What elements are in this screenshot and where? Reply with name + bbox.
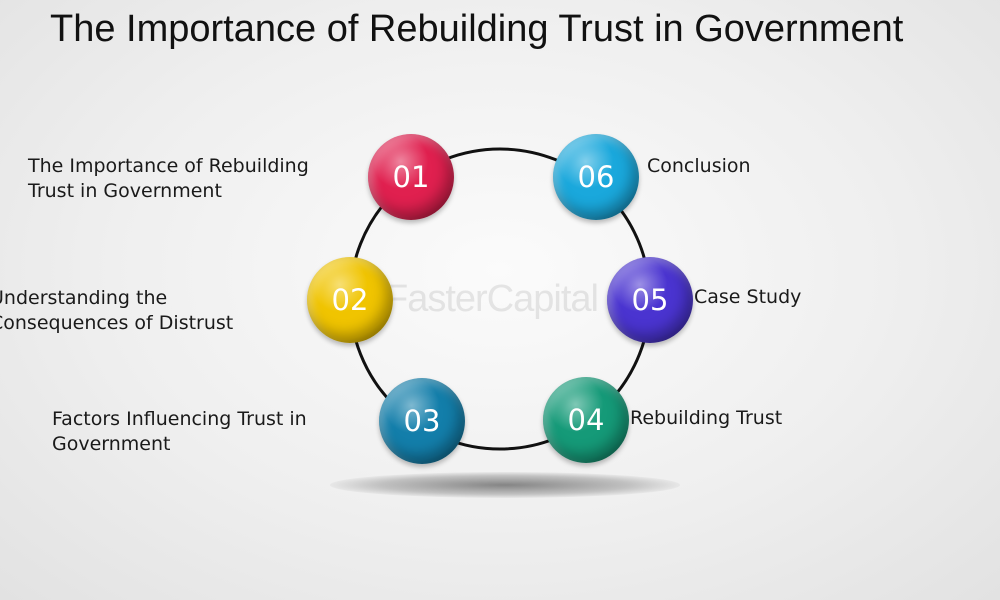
step-label-03: Factors Influencing Trust in Government (52, 407, 307, 457)
step-label-01: The Importance of Rebuilding Trust in Go… (28, 154, 309, 204)
label-line: Consequences of Distrust (0, 312, 234, 334)
step-label-02: Understanding the Consequences of Distru… (0, 286, 233, 336)
ring-shadow (330, 472, 680, 498)
step-label-06: Conclusion (647, 155, 751, 177)
step-ball-04: 04 (543, 377, 629, 463)
step-label-05: Case Study (694, 286, 802, 308)
slide-title: The Importance of Rebuilding Trust in Go… (50, 8, 904, 50)
step-ball-05: 05 (607, 257, 693, 343)
label-line: Trust in Government (28, 180, 222, 202)
step-ball-01: 01 (368, 134, 454, 220)
step-ball-06: 06 (553, 134, 639, 220)
watermark: FasterCapital (385, 278, 599, 320)
label-line: The Importance of Rebuilding (28, 155, 309, 177)
step-ball-03: 03 (379, 378, 465, 464)
step-label-04: Rebuilding Trust (630, 407, 783, 429)
label-line: Government (52, 433, 171, 455)
label-line: Understanding the (0, 287, 168, 309)
label-line: Factors Influencing Trust in (52, 408, 307, 430)
step-ball-02: 02 (307, 257, 393, 343)
